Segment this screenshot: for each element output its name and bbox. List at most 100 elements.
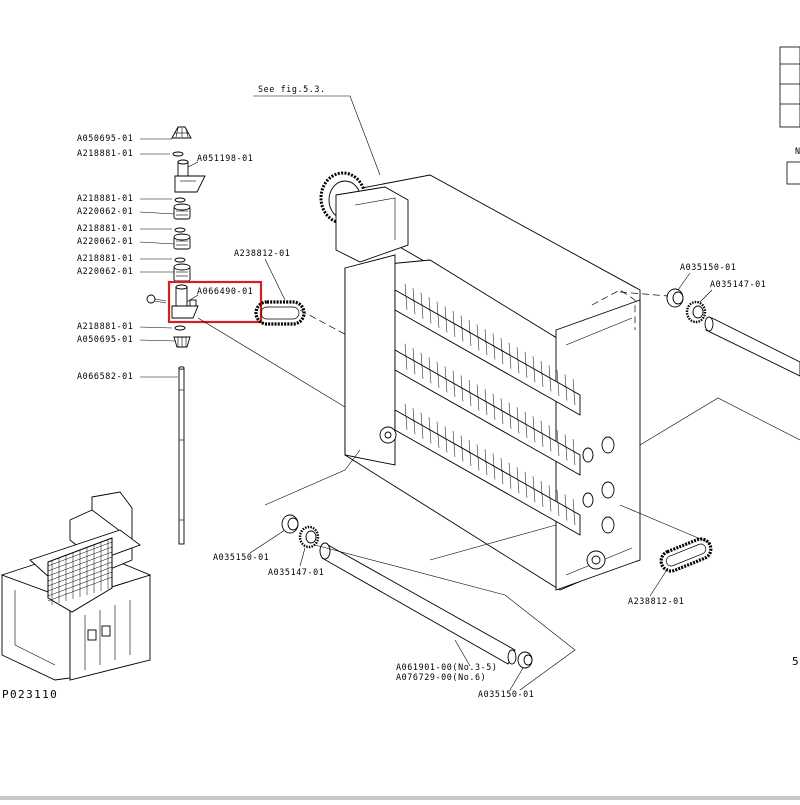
- washer-icon: [172, 151, 184, 157]
- guide-fin: [436, 301, 440, 328]
- guide-fin: [452, 310, 456, 337]
- roller-label: A076729-00(No.6): [396, 672, 486, 682]
- part-label: A220062-01: [77, 266, 133, 276]
- left-column-labels: A050695-01 A218881-01 A051198-01 A218881…: [77, 133, 253, 381]
- guide-fin: [508, 342, 512, 369]
- guide-fin: [468, 439, 472, 467]
- belt-label: A238812-01: [234, 248, 290, 258]
- washer-icon: [174, 325, 186, 331]
- guide-fin: [404, 403, 408, 430]
- guide-fin: [436, 421, 440, 448]
- guide-fin: [572, 439, 576, 466]
- guide-fin: [404, 343, 408, 370]
- frame-leader: [639, 397, 800, 446]
- guide-fin: [492, 453, 496, 480]
- guide-fin: [460, 435, 464, 462]
- part-label: A220062-01: [77, 206, 133, 216]
- guide-fin: [460, 375, 464, 402]
- washer-icon: [174, 227, 186, 233]
- gear-icon: [173, 203, 191, 220]
- guide-fin: [412, 288, 416, 315]
- guide-fin: [484, 329, 488, 356]
- part-label: A051198-01: [197, 153, 253, 163]
- guide-fin: [508, 462, 512, 489]
- guide-rows: [394, 289, 581, 536]
- guide-fin: [468, 319, 472, 347]
- lower-roller-icon: [319, 542, 517, 665]
- guide-fin: [564, 434, 568, 461]
- construction-line: [314, 544, 576, 691]
- bevel-gear-icon: [173, 336, 191, 348]
- guide-fin: [436, 361, 440, 388]
- guide-fin: [452, 370, 456, 397]
- bracket-icon: [174, 159, 206, 193]
- guide-fin: [476, 444, 480, 471]
- guide-fin: [540, 480, 544, 507]
- hatch-line: [47, 541, 113, 567]
- guide-fin: [500, 398, 504, 425]
- hatch-line: [47, 571, 113, 597]
- highlight-box[interactable]: [167, 280, 263, 324]
- gear-icon: [173, 263, 191, 282]
- construction-line: [429, 524, 557, 561]
- belt-leader: [649, 567, 669, 597]
- belt-dashed-guide: [299, 309, 353, 339]
- gear-label: A035150-01: [213, 552, 269, 562]
- belt-leader: [264, 258, 286, 301]
- guide-fin: [556, 429, 560, 456]
- guide-fin: [500, 458, 504, 485]
- timing-belt-icon: [659, 537, 713, 573]
- bevel-gear-icon: [171, 126, 192, 139]
- guide-fin: [420, 412, 424, 439]
- clutch-bracket-icon: [171, 284, 199, 319]
- locator-hatch-block: [47, 537, 113, 613]
- guide-fin: [412, 408, 416, 435]
- guide-fin: [516, 407, 520, 434]
- idler-gear-icon: [281, 514, 299, 534]
- shaft-icon: [178, 366, 185, 545]
- gear-label: A035150-01: [478, 689, 534, 699]
- guide-fin: [556, 489, 560, 516]
- washer-icon: [174, 257, 186, 263]
- hatch-line: [47, 551, 113, 577]
- part-label: A218881-01: [77, 193, 133, 203]
- guide-fin: [444, 306, 448, 333]
- gear-icon: [173, 233, 191, 250]
- assembly-leader: [197, 317, 346, 408]
- part-label: A066582-01: [77, 371, 133, 381]
- guide-fin: [476, 384, 480, 411]
- roller-leader: [454, 639, 471, 667]
- roller-icon: [704, 316, 800, 377]
- guide-fin: [420, 292, 424, 319]
- guide-fin: [564, 494, 568, 521]
- gear-dashed-guide: [619, 291, 669, 297]
- guide-fin: [452, 430, 456, 457]
- guide-fin: [532, 416, 536, 443]
- part-label: A218881-01: [77, 321, 133, 331]
- diagram-id: P023110: [2, 688, 58, 701]
- guide-fin: [428, 297, 432, 324]
- reference-note: See fig.5.3.: [258, 84, 326, 94]
- guide-fin: [548, 485, 552, 512]
- guide-fin: [524, 411, 528, 438]
- roller-label: A061901-00(No.3-5): [396, 662, 498, 672]
- highlighted-part-label[interactable]: A066490-01: [197, 286, 253, 296]
- guide-fin: [468, 379, 472, 407]
- guide-fin: [428, 417, 432, 444]
- part-label: A218881-01: [77, 253, 133, 263]
- hatch-line: [47, 556, 113, 582]
- part-label: A050695-01: [77, 334, 133, 344]
- guide-fin: [460, 315, 464, 342]
- part-label: A050695-01: [77, 133, 133, 143]
- gear-leader: [509, 667, 524, 691]
- part-label: A218881-01: [77, 223, 133, 233]
- guide-fin: [540, 360, 544, 387]
- gear-leader: [677, 272, 691, 291]
- construction-line: [619, 504, 711, 544]
- spur-gear-icon: [685, 300, 707, 324]
- gear-leader: [699, 289, 713, 303]
- guide-fin: [484, 449, 488, 476]
- hatch-line: [47, 576, 113, 602]
